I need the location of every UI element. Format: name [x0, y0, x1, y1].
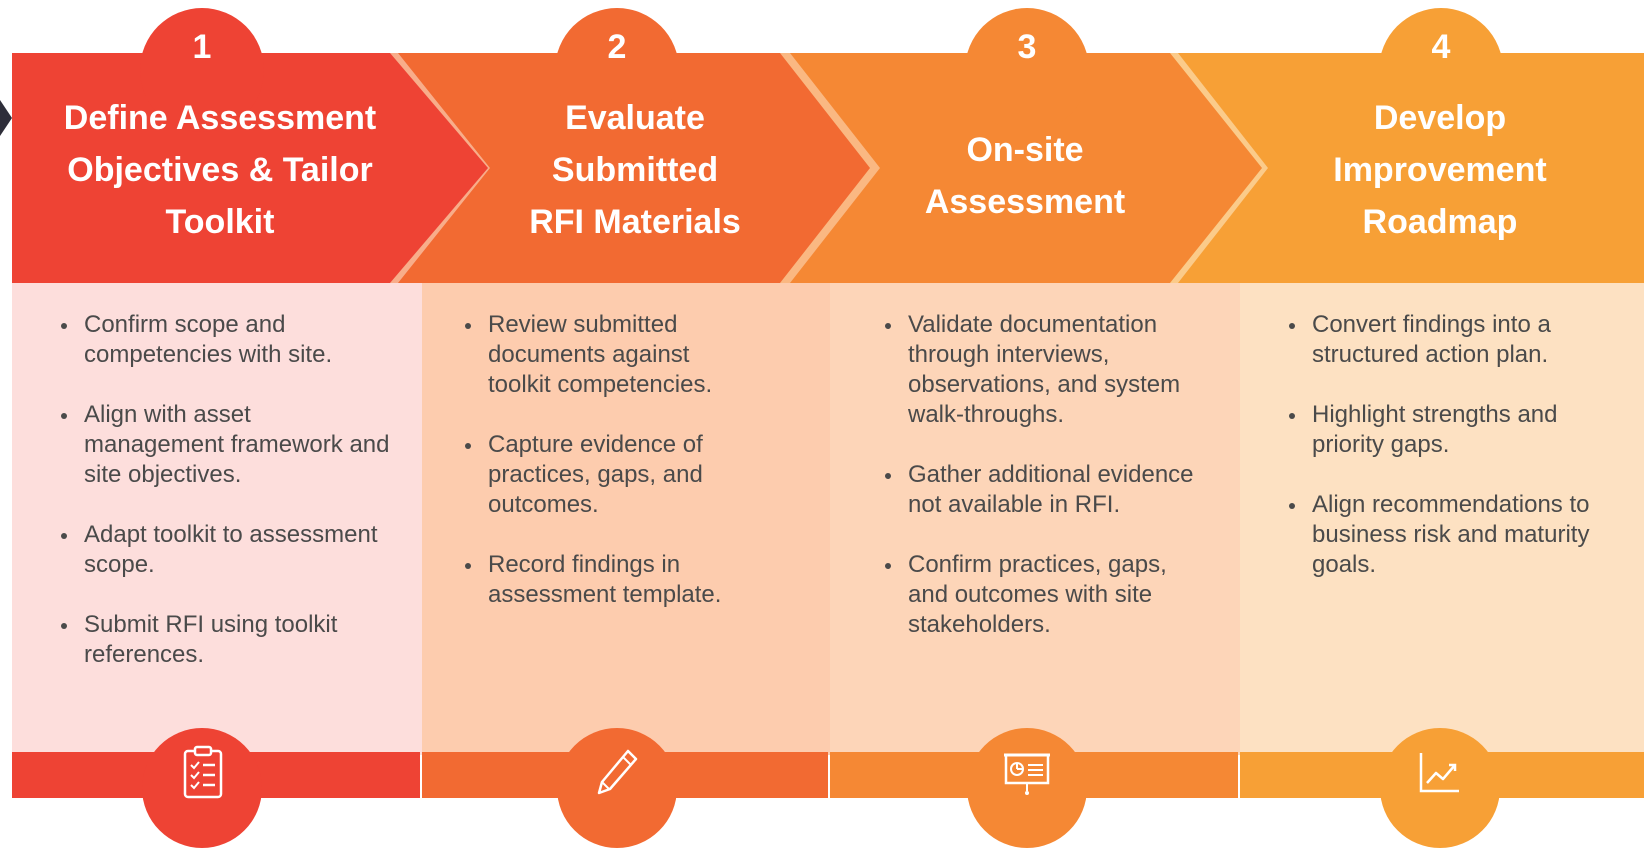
- step-2-bullet: Record findings in assessment template.: [458, 550, 748, 610]
- step-1-title-line: Define Assessment: [63, 99, 377, 137]
- step-3-chevron: [785, 53, 1262, 283]
- step-1-title-line: Toolkit: [165, 203, 275, 241]
- step-2-title-line: Submitted: [551, 151, 719, 189]
- step-2-title-line: RFI Materials: [529, 203, 741, 241]
- step-2-bullet-list: Review submitted documents against toolk…: [458, 310, 748, 640]
- step-2-title-line: Evaluate: [565, 99, 705, 137]
- presentation-board-icon: [1004, 753, 1050, 795]
- clipboard-checklist-icon: [183, 745, 223, 799]
- step-2-chevron: [395, 53, 870, 283]
- step-4-title-line: Roadmap: [1362, 203, 1518, 241]
- step-2-number: 2: [607, 28, 627, 66]
- step-3-title: On-site Assessment: [870, 124, 1180, 228]
- chevron-header: [0, 8, 1644, 283]
- step-4-title-line: Improvement: [1333, 151, 1547, 189]
- step-3-number-bubble: [965, 8, 1089, 132]
- step-4-title: Develop Improvement Roadmap: [1280, 92, 1600, 248]
- step-2-title: Evaluate Submitted RFI Materials: [480, 92, 790, 248]
- step-1-number-bubble: [140, 8, 264, 132]
- step-1-bullet: Align with asset management framework an…: [54, 400, 394, 490]
- step-2-bullet: Capture evidence of practices, gaps, and…: [458, 430, 748, 520]
- step-1-bullet: Confirm scope and competencies with site…: [54, 310, 394, 370]
- step-2-bullet: Review submitted documents against toolk…: [458, 310, 748, 400]
- step-4-bullet: Highlight strengths and priority gaps.: [1282, 400, 1612, 460]
- step-1-panel: [12, 280, 422, 755]
- step-4-number-bubble: [1379, 8, 1503, 132]
- step-1-chevron: [12, 53, 488, 283]
- step-4-number: 4: [1431, 28, 1451, 66]
- trend-chart-icon: [1419, 753, 1459, 793]
- process-diagram: 1 2 3 4 Define Assessment Objectives & T…: [0, 8, 1644, 848]
- step-4-chevron: [1175, 53, 1644, 283]
- step-1-title-line: Objectives & Tailor: [67, 151, 373, 189]
- step-2-chevron-highlight: [378, 53, 490, 283]
- step-3-bullet: Validate documentation through interview…: [878, 310, 1198, 430]
- step-4-panel: [1240, 280, 1644, 755]
- step-3-bullet: Confirm practices, gaps, and outcomes wi…: [878, 550, 1198, 640]
- step-4-bullet: Convert findings into a structured actio…: [1282, 310, 1612, 370]
- step-1-bullet-list: Confirm scope and competencies with site…: [54, 310, 394, 700]
- step-3-chevron-highlight: [770, 53, 880, 283]
- left-arrow-marker: [0, 100, 12, 136]
- step-4-bullet-list: Convert findings into a structured actio…: [1282, 310, 1612, 610]
- step-3-panel: [830, 280, 1240, 755]
- step-3-bullet: Gather additional evidence not available…: [878, 460, 1198, 520]
- step-3-number: 3: [1017, 28, 1037, 66]
- step-2-number-bubble: [555, 8, 679, 132]
- step-3-bullet-list: Validate documentation through interview…: [878, 310, 1198, 670]
- step-4-bullet: Align recommendations to business risk a…: [1282, 490, 1612, 580]
- step-3-title-line: Assessment: [924, 183, 1126, 221]
- step-1-title: Define Assessment Objectives & Tailor To…: [30, 92, 410, 248]
- pencil-icon: [597, 749, 638, 795]
- step-4-chevron-highlight: [1158, 53, 1268, 283]
- step-3-title-line: On-site: [966, 131, 1084, 169]
- step-2-panel: [422, 280, 830, 755]
- step-1-number: 1: [192, 28, 212, 66]
- step-4-title-line: Develop: [1373, 99, 1507, 137]
- step-1-bullet: Adapt toolkit to assessment scope.: [54, 520, 394, 580]
- step-1-bullet: Submit RFI using toolkit references.: [54, 610, 394, 670]
